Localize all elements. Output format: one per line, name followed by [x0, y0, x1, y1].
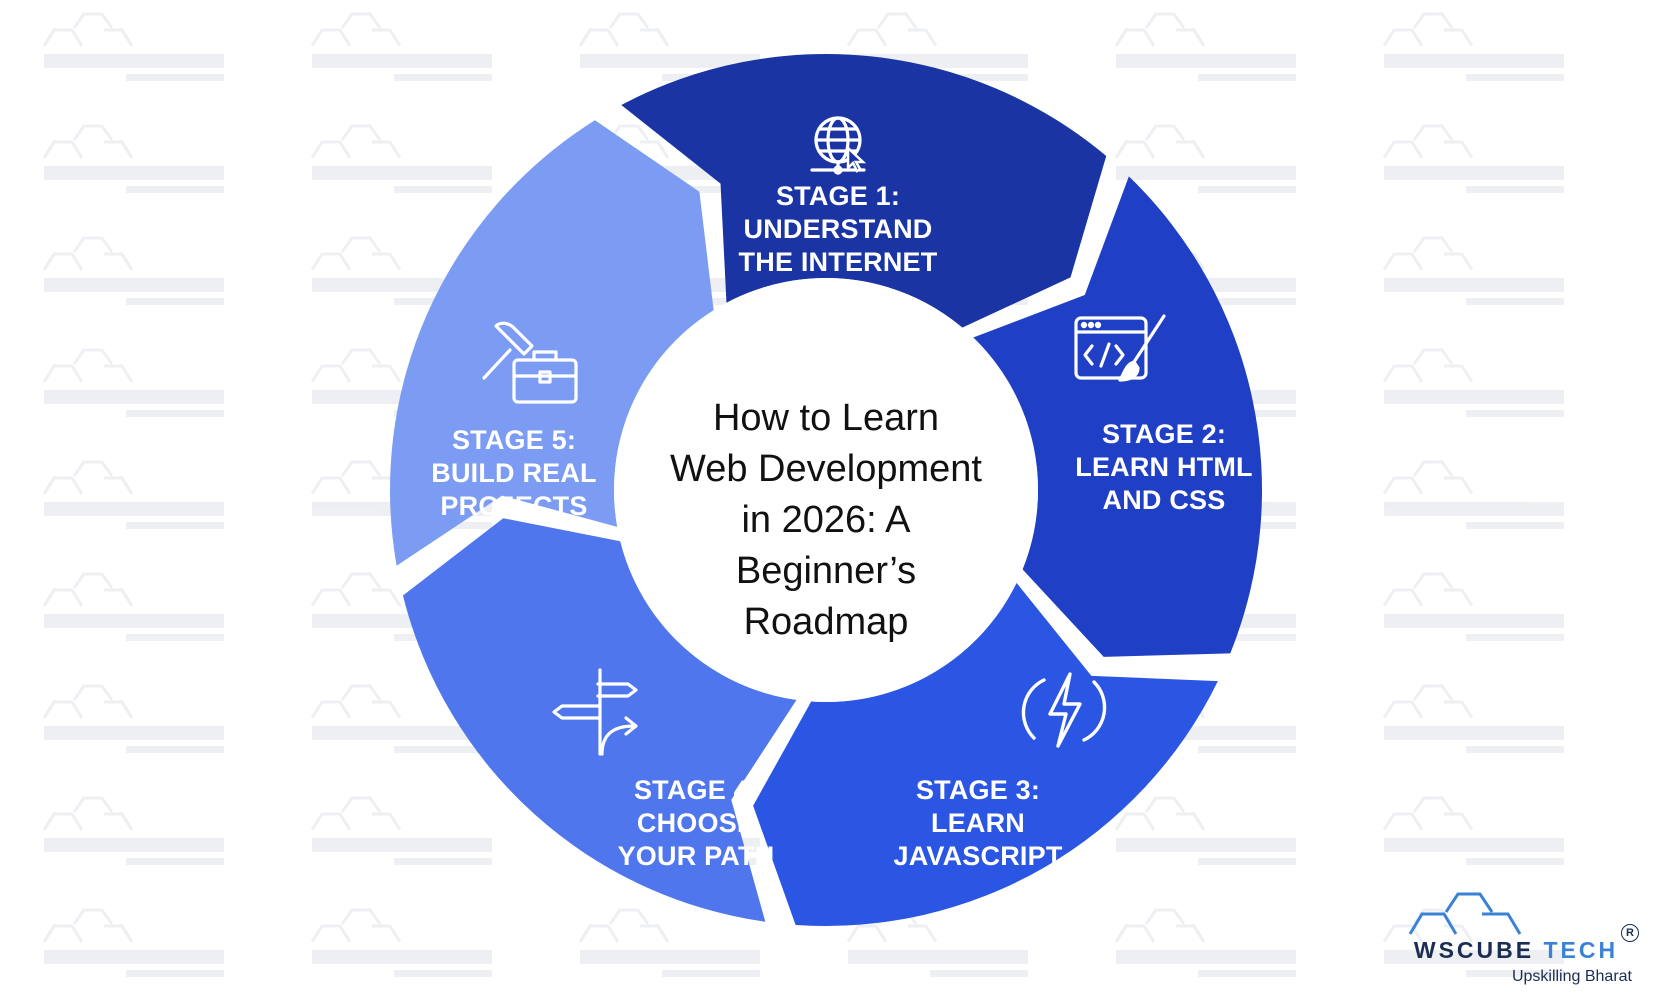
watermark-logo	[310, 796, 492, 865]
watermark-logo	[310, 908, 492, 977]
watermark-logo	[1382, 124, 1564, 193]
watermark-logo	[42, 124, 224, 193]
watermark-logo	[1382, 236, 1564, 305]
stage-2-segment	[973, 176, 1262, 657]
stage-1-segment	[621, 54, 1107, 328]
watermark-logo	[42, 684, 224, 753]
watermark-logo	[1382, 572, 1564, 641]
diagram-title: How to Learn Web Development in 2026: A …	[670, 397, 982, 643]
lightning-icon	[1021, 672, 1107, 748]
watermark-logo	[42, 908, 224, 977]
watermark-logo	[1114, 12, 1296, 81]
watermark-logo	[578, 908, 760, 977]
watermark-logo	[1382, 684, 1564, 753]
watermark-logo	[1382, 460, 1564, 529]
watermark-logo	[310, 684, 492, 753]
watermark-logo	[42, 460, 224, 529]
hammer-toolbox-icon	[482, 321, 578, 404]
globe-cursor-icon	[810, 116, 867, 175]
registered-mark: R	[1621, 924, 1639, 942]
center-disc	[614, 278, 1038, 702]
watermark-logo	[310, 12, 492, 81]
watermark-logo	[42, 236, 224, 305]
watermark-logo	[1382, 796, 1564, 865]
watermark-logo	[42, 572, 224, 641]
brand-name: WsCube Tech	[1413, 937, 1619, 963]
watermark-logo	[1382, 12, 1564, 81]
watermark-logo	[42, 348, 224, 417]
brand-hexagon-logo	[1408, 892, 1522, 935]
stage-1-label: STAGE 1: UNDERSTAND THE INTERNET	[738, 181, 938, 277]
watermark-logo	[1114, 908, 1296, 977]
watermark-logo	[1114, 124, 1296, 193]
watermark-logo	[42, 796, 224, 865]
stage-5-label: STAGE 5: BUILD REAL PROJECTS	[431, 425, 597, 521]
stage-4-label: STAGE 4: CHOOSE YOUR PATH	[617, 775, 775, 871]
watermark-logo	[310, 124, 492, 193]
code-brush-icon	[1074, 314, 1166, 382]
watermark-logo	[1114, 796, 1296, 865]
watermark-logo	[42, 12, 224, 81]
signpost-icon	[552, 668, 638, 756]
stage-5-segment	[390, 120, 714, 566]
watermark-logo	[1382, 348, 1564, 417]
brand-tagline: Upskilling Bharat	[1511, 968, 1632, 985]
stage-3-segment	[753, 582, 1218, 927]
stage-2-label: STAGE 2: LEARN HTML AND CSS	[1075, 419, 1253, 515]
stage-3-label: STAGE 3: LEARN JAVASCRIPT	[893, 775, 1063, 871]
